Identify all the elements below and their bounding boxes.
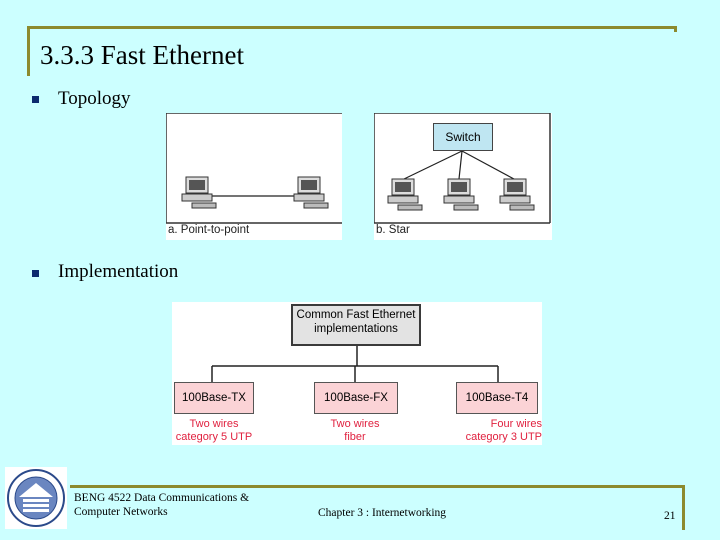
note-line1: Two wires [330, 418, 380, 430]
root-label-line1: Common Fast Ethernet [296, 309, 416, 321]
computer-icon [387, 178, 423, 211]
computer-icon [499, 178, 535, 211]
course-line1: BENG 4522 Data Communications & [74, 492, 250, 504]
note-line2: category 3 UTP [465, 431, 542, 443]
note-line1: Two wires [189, 418, 239, 430]
computer-icon [443, 178, 479, 211]
root-label-line2: implementations [314, 323, 398, 335]
footer-rule [70, 485, 685, 488]
slide-title: 3.3.3 Fast Ethernet [40, 40, 244, 70]
implementation-tree [211, 344, 499, 382]
variant-note-t4: Four wires category 3 UTP [454, 418, 542, 444]
variant-note-fx: Two wires fiber [315, 418, 395, 444]
computer-icon [293, 176, 329, 209]
implementation-figure: Common Fast Ethernet implementations 100… [172, 302, 542, 445]
note-line2: fiber [344, 431, 366, 443]
star-diagram [373, 112, 551, 224]
note-line1: Four wires [490, 418, 542, 430]
footer-rule-right [682, 485, 685, 530]
page-number: 21 [664, 510, 676, 522]
title-bracket-top [27, 26, 677, 29]
bullet-implementation: Implementation [58, 261, 179, 282]
variant-100base-t4: 100Base-T4 [456, 382, 538, 414]
title-bracket-left [27, 26, 30, 76]
variant-note-tx: Two wires category 5 UTP [174, 418, 254, 444]
footer-course: BENG 4522 Data Communications & Computer… [74, 491, 249, 519]
bullet-square-icon [32, 96, 39, 103]
bullet-square-icon [32, 270, 39, 277]
title-bracket-end [674, 26, 677, 32]
point-to-point-figure: a. Point-to-point [165, 112, 342, 240]
note-line2: category 5 UTP [175, 431, 253, 443]
computer-icon [181, 176, 217, 209]
point-to-point-diagram [165, 112, 342, 224]
switch-box: Switch [433, 123, 493, 151]
variant-100base-tx: 100Base-TX [174, 382, 254, 414]
university-logo [5, 467, 67, 529]
course-line2: Computer Networks [74, 506, 168, 518]
bullet-topology: Topology [58, 88, 131, 109]
star-figure: Switch b. Star [373, 112, 552, 240]
variant-100base-fx: 100Base-FX [314, 382, 398, 414]
caption-star: b. Star [376, 224, 410, 236]
common-implementations-box: Common Fast Ethernet implementations [291, 304, 421, 346]
footer-chapter: Chapter 3 : Internetworking [318, 507, 447, 519]
caption-point-to-point: a. Point-to-point [168, 224, 250, 236]
